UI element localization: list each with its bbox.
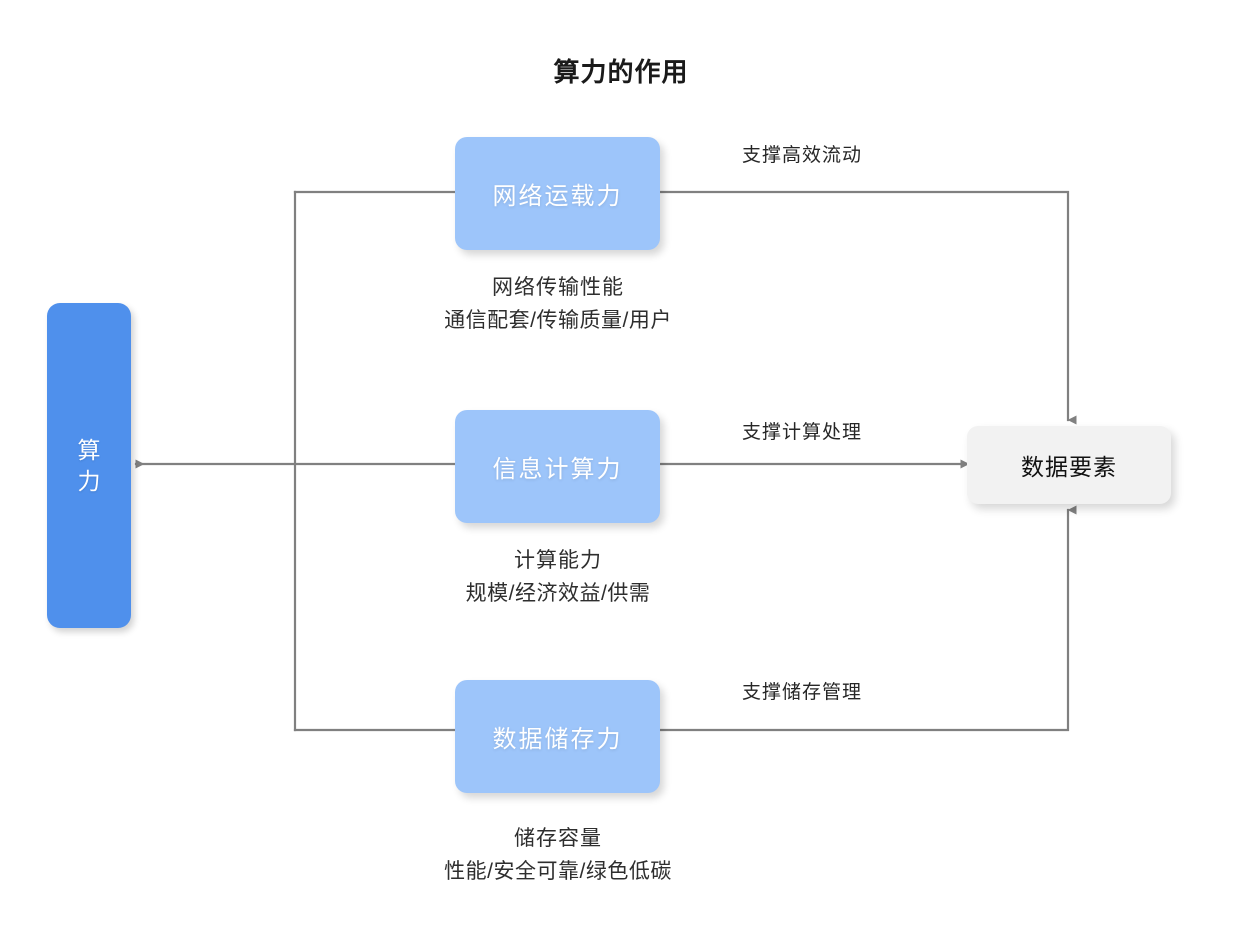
caption-compute-line2: 规模/经济效益/供需	[465, 581, 651, 605]
node-network-label: 网络运载力	[492, 183, 623, 210]
node-capacity[interactable]: 算力	[47, 303, 131, 628]
node-capacity-label: 算力	[77, 437, 102, 494]
node-storage-label: 数据储存力	[492, 726, 623, 753]
caption-storage: 储存容量 性能/安全可靠/绿色低碳	[348, 823, 768, 888]
caption-network-line2: 通信配套/传输质量/用户	[444, 308, 672, 332]
node-network[interactable]: 网络运载力	[455, 137, 660, 250]
caption-storage-line2: 性能/安全可靠/绿色低碳	[444, 859, 672, 883]
node-data-element[interactable]: 数据要素	[967, 426, 1171, 504]
edge-label-storage-to-data: 支撑储存管理	[741, 682, 862, 703]
page-title: 算力的作用	[553, 57, 689, 87]
edge-label-compute-to-data: 支撑计算处理	[741, 422, 862, 443]
edge-label-network-to-data: 支撑高效流动	[741, 145, 862, 166]
caption-network: 网络传输性能 通信配套/传输质量/用户	[348, 272, 768, 337]
node-compute[interactable]: 信息计算力	[455, 410, 660, 523]
caption-compute-line1: 计算能力	[514, 549, 602, 572]
node-data-element-label: 数据要素	[1021, 454, 1117, 480]
node-storage[interactable]: 数据储存力	[455, 680, 660, 793]
caption-storage-line1: 储存容量	[514, 827, 602, 850]
node-compute-label: 信息计算力	[492, 456, 623, 483]
caption-network-line1: 网络传输性能	[492, 276, 624, 299]
caption-compute: 计算能力 规模/经济效益/供需	[348, 545, 768, 610]
